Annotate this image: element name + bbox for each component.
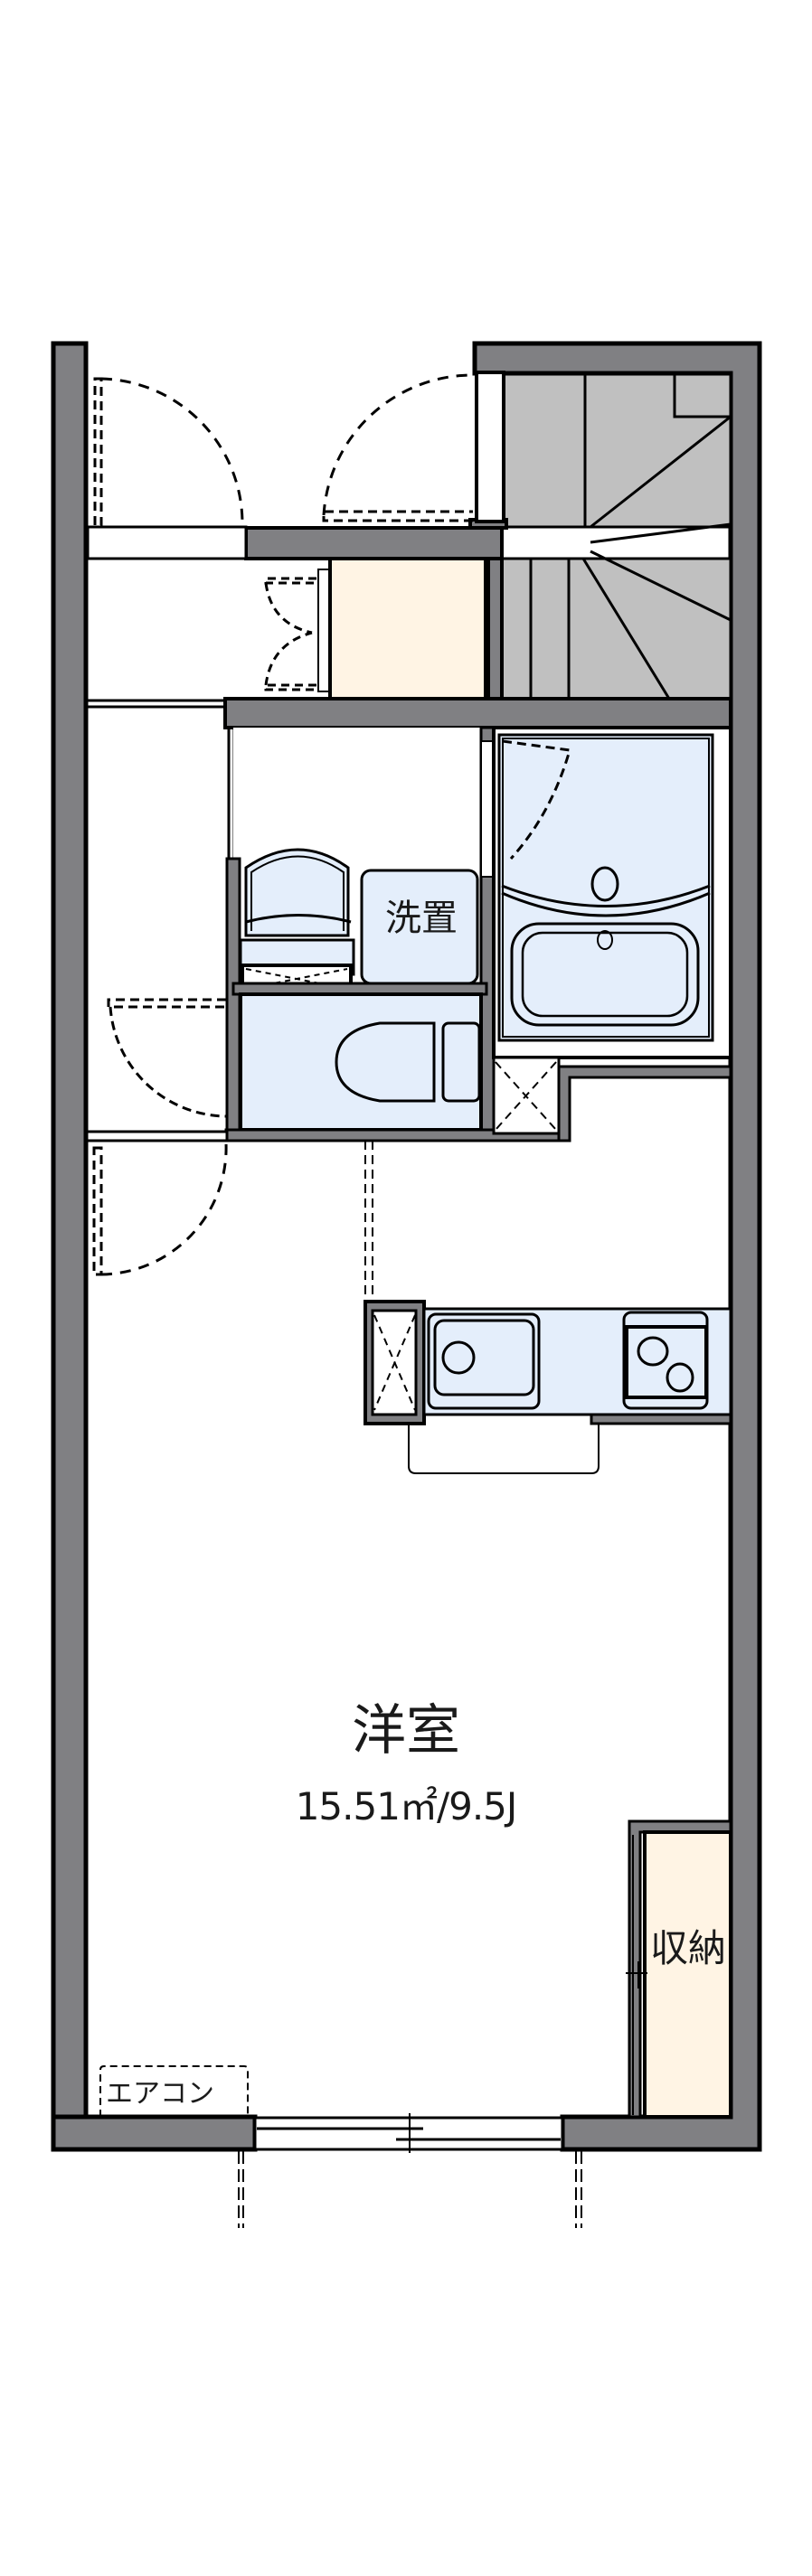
bathtub (510, 922, 700, 1027)
kitchen-sink (427, 1312, 541, 1410)
staircase (500, 372, 732, 700)
bath-entry (492, 1056, 732, 1142)
kitchen-partition (364, 1141, 373, 1302)
room-door[interactable] (85, 1130, 229, 1276)
toilet-room (224, 992, 571, 1142)
toilet-door[interactable] (107, 998, 227, 1118)
washing-machine-label: 洗置 (385, 898, 458, 939)
toilet-tank (441, 1021, 481, 1103)
main-room-area: 15.51㎡/9.5J (295, 1784, 518, 1829)
bathroom (492, 726, 732, 1059)
balcony-window (253, 2113, 564, 2153)
hallway-lines (87, 699, 236, 859)
balcony-lines (238, 2151, 582, 2228)
toilet-bowl (335, 1021, 436, 1103)
storage-closet (626, 1819, 732, 2119)
washroom (225, 726, 496, 1141)
shoe-cabinet (264, 557, 487, 700)
stair-door[interactable] (322, 373, 473, 522)
stair-door-frame (475, 371, 505, 523)
storage-label: 収納 (649, 1926, 726, 1970)
entrance-door[interactable] (86, 377, 248, 560)
air-conditioner-label: エアコン (106, 2078, 214, 2110)
kitchen (364, 1300, 732, 1474)
air-conditioner-outline (99, 2065, 249, 2117)
main-room-name: 洋室 (352, 1699, 460, 1763)
interior-walls-upper (223, 518, 732, 729)
washbasin (239, 848, 355, 976)
